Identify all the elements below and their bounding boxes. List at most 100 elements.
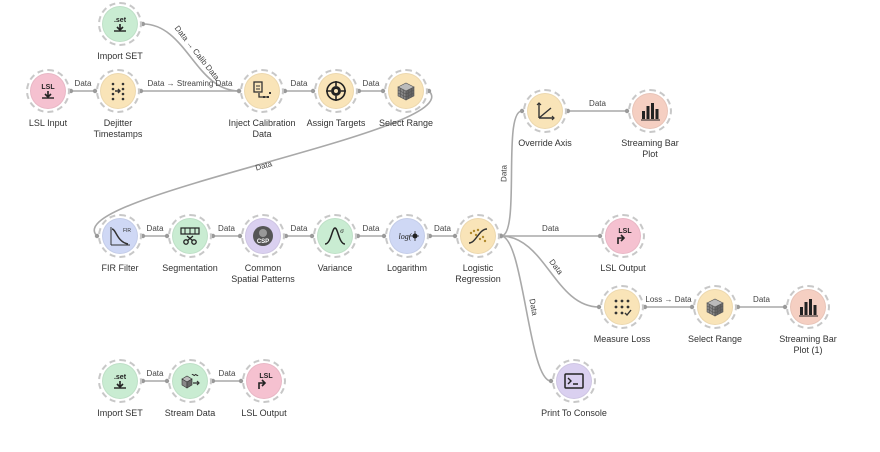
lsl-output-icon: LSL (605, 218, 641, 254)
link-label: Data (219, 369, 236, 378)
node-label: Import SET (97, 51, 143, 61)
variance-icon: σ (317, 218, 353, 254)
node-print-console[interactable] (552, 359, 596, 403)
node-ring (552, 359, 596, 403)
link-label: Data (589, 99, 606, 108)
link-label: Data (542, 224, 559, 233)
node-import-set-1[interactable]: .set (98, 2, 142, 46)
node-lsl-output-2[interactable]: LSL (242, 359, 286, 403)
link-label: Data (291, 79, 308, 88)
link-label: Data (254, 159, 273, 172)
node-inject-calib[interactable] (240, 69, 284, 113)
node-label: Select Range (378, 118, 434, 128)
node-label: Assign Targets (306, 118, 366, 128)
node-ring (600, 285, 644, 329)
csp-icon: CSP (245, 218, 281, 254)
link-import-set-1-to-inject-calib[interactable] (142, 23, 240, 92)
node-logreg[interactable] (456, 214, 500, 258)
node-streaming-bar-1[interactable] (628, 89, 672, 133)
node-csp[interactable]: CSP (241, 214, 285, 258)
node-label: Common Spatial Patterns (231, 263, 295, 284)
node-label: Streaming Bar Plot (1) (779, 334, 837, 355)
lsl-input-icon: LSL (30, 73, 66, 109)
svg-text:LSL: LSL (259, 373, 273, 380)
node-ring (98, 214, 142, 258)
link-label: Data (499, 164, 508, 182)
node-stream-data[interactable] (168, 359, 212, 403)
node-label: LSL Output (600, 263, 646, 273)
node-import-set-2[interactable]: .set (98, 359, 142, 403)
link-label: Data (147, 224, 164, 233)
node-label: Inject Calibration Data (228, 118, 296, 139)
bar-plot-icon (632, 93, 668, 129)
svg-text:.set: .set (114, 17, 127, 24)
log-icon: log( (389, 218, 425, 254)
node-label: Dejitter Timestamps (93, 118, 143, 139)
node-label: FIR Filter (101, 263, 139, 273)
cube-grid-icon (388, 73, 424, 109)
node-label: Measure Loss (593, 334, 651, 344)
node-select-range-2[interactable] (693, 285, 737, 329)
link-label: Data (291, 224, 308, 233)
filter-icon: FIR (102, 218, 138, 254)
node-ring (385, 214, 429, 258)
node-logarithm[interactable]: log( (385, 214, 429, 258)
node-ring (523, 89, 567, 133)
node-measure-loss[interactable] (600, 285, 644, 329)
node-ring (693, 285, 737, 329)
svg-text:log(: log( (399, 232, 413, 241)
target-icon (318, 73, 354, 109)
node-dejitter[interactable] (96, 69, 140, 113)
node-lsl-input[interactable]: LSL (26, 69, 70, 113)
link-label: Data (363, 79, 380, 88)
bar-plot-icon (790, 289, 826, 325)
link-label: Loss → Data (645, 295, 692, 304)
node-ring (96, 69, 140, 113)
node-ring (786, 285, 830, 329)
svg-text:FIR: FIR (123, 228, 131, 234)
node-ring (242, 359, 286, 403)
node-label: LSL Output (241, 408, 287, 418)
node-label: Segmentation (162, 263, 218, 273)
set-file-icon: .set (102, 363, 138, 399)
dejitter-icon (100, 73, 136, 109)
node-ring (98, 359, 142, 403)
node-fir-filter[interactable]: FIR (98, 214, 142, 258)
link-label: Data (147, 369, 164, 378)
svg-text:LSL: LSL (618, 228, 632, 235)
link-label: Data (75, 79, 92, 88)
node-label: Variance (317, 263, 353, 273)
node-variance[interactable]: σ (313, 214, 357, 258)
node-label: Select Range (687, 334, 743, 344)
node-ring (168, 359, 212, 403)
node-select-range-1[interactable] (384, 69, 428, 113)
console-icon (556, 363, 592, 399)
link-select-range-1-to-fir-filter[interactable] (93, 90, 433, 237)
node-lsl-output-1[interactable]: LSL (601, 214, 645, 258)
link-label: Data (527, 298, 539, 317)
node-assign-targets[interactable] (314, 69, 358, 113)
link-logreg-to-print-console[interactable] (500, 235, 552, 382)
stream-data-icon (172, 363, 208, 399)
node-label: LSL Input (28, 118, 68, 128)
link-label: Data (434, 224, 451, 233)
node-segmentation[interactable] (168, 214, 212, 258)
node-ring (456, 214, 500, 258)
svg-text:CSP: CSP (257, 239, 269, 245)
node-label: Streaming Bar Plot (621, 138, 679, 159)
link-logreg-to-measure-loss[interactable] (500, 235, 600, 308)
node-ring (26, 69, 70, 113)
node-override-axis[interactable] (523, 89, 567, 133)
node-ring (628, 89, 672, 133)
node-ring (601, 214, 645, 258)
node-label: Logarithm (386, 263, 428, 273)
svg-text:LSL: LSL (41, 84, 55, 91)
node-label: Stream Data (164, 408, 216, 418)
axis-icon (527, 93, 563, 129)
node-ring (384, 69, 428, 113)
node-streaming-bar-2[interactable] (786, 285, 830, 329)
logistic-icon (460, 218, 496, 254)
measure-loss-icon (604, 289, 640, 325)
link-logreg-to-override-axis[interactable] (500, 110, 523, 237)
